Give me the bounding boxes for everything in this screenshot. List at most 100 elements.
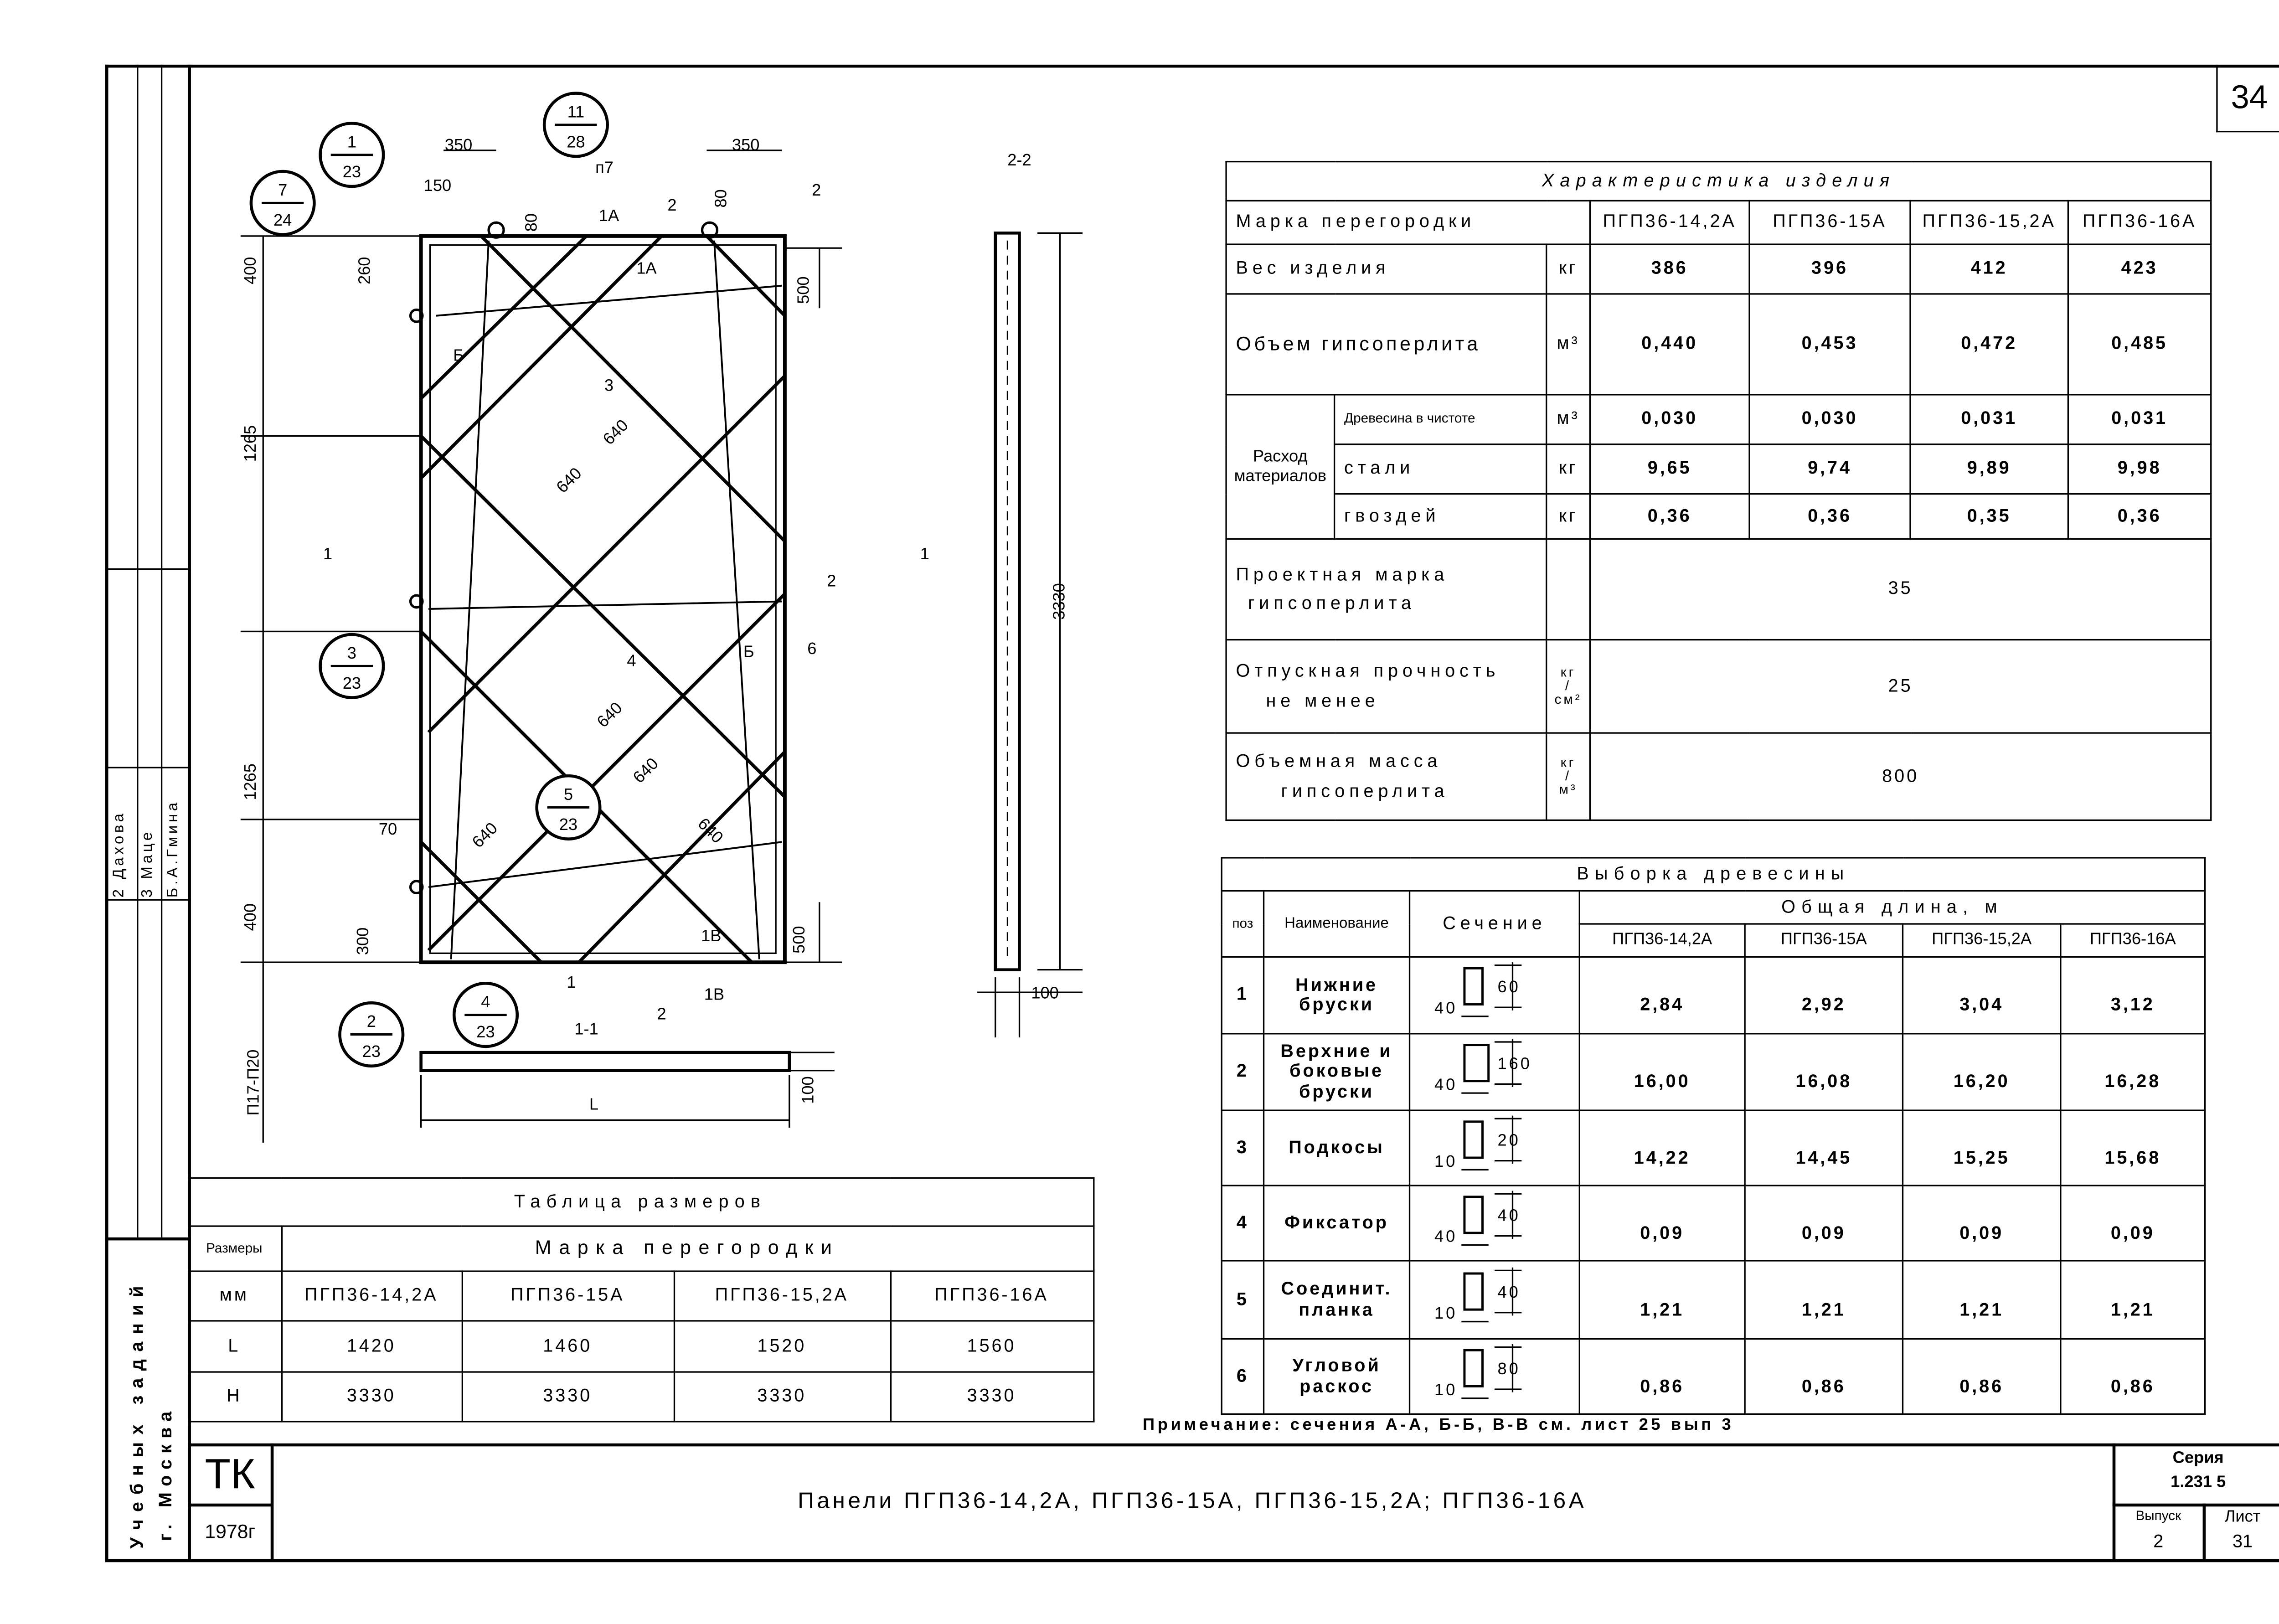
dimension-label: 3330 bbox=[1049, 583, 1068, 620]
label-line: не менее bbox=[1266, 689, 1380, 711]
value: 0,09 bbox=[1578, 1185, 1746, 1262]
value: 3,12 bbox=[2060, 956, 2206, 1035]
section-dim bbox=[1461, 1115, 1522, 1170]
mark-col: ПГП36-14,2А bbox=[280, 1270, 463, 1322]
note: Примечание: сечения А-А, Б-Б, В-В см. ли… bbox=[1143, 1416, 1734, 1434]
value: 386 bbox=[1589, 243, 1750, 295]
callout-bubble: 223 bbox=[338, 1001, 405, 1068]
callout-bubble: 423 bbox=[452, 982, 519, 1048]
strength-label: Отпускная прочность не менее bbox=[1225, 639, 1547, 734]
mark-col: ПГП36-15,2А bbox=[1902, 923, 2062, 958]
drawing-title: Панели ПГП36-14,2А, ПГП36-15А, ПГП36-15,… bbox=[798, 1488, 1587, 1514]
title-divider bbox=[188, 1503, 273, 1506]
dimension-label: 1В bbox=[704, 985, 724, 1004]
value: 14,22 bbox=[1578, 1109, 1746, 1186]
section-rect bbox=[1463, 1195, 1484, 1234]
title-divider bbox=[270, 1443, 273, 1561]
mark-col: ПГП36-15,2А bbox=[673, 1270, 891, 1322]
dimension-label: 2-2 bbox=[1007, 150, 1031, 169]
steel-label: стали bbox=[1333, 443, 1547, 495]
value: 15,68 bbox=[2060, 1109, 2206, 1186]
section-dim bbox=[1461, 1191, 1522, 1246]
dimension-label: 640 bbox=[694, 814, 727, 847]
section-height: 40 bbox=[1498, 1206, 1521, 1224]
dimension-label: 1265 bbox=[241, 763, 259, 800]
section-height: 20 bbox=[1498, 1130, 1521, 1149]
callout-detail: 1 bbox=[347, 132, 356, 151]
series-label: Серия bbox=[2172, 1449, 2224, 1468]
col-name: Наименование bbox=[1263, 890, 1411, 958]
value: 9,65 bbox=[1589, 443, 1750, 495]
frame-left-inner bbox=[188, 64, 191, 1561]
dimension-label: 100 bbox=[799, 1076, 817, 1104]
value: 0,86 bbox=[1902, 1338, 2062, 1415]
series-value: 1.231 5 bbox=[2171, 1473, 2226, 1492]
strip-line bbox=[160, 64, 163, 1237]
callout-bubble: 724 bbox=[249, 170, 316, 236]
dimension-label: 1В bbox=[701, 926, 721, 945]
dimension-label: 80 bbox=[522, 213, 541, 232]
characteristics-title: Характеристика изделия bbox=[1225, 160, 2212, 202]
section-height: 80 bbox=[1498, 1359, 1521, 1378]
col-length: Общая длина, м bbox=[1578, 890, 2206, 925]
dimension-label: 640 bbox=[468, 819, 501, 851]
value: 0,09 bbox=[1902, 1185, 2062, 1262]
unit-top: кг bbox=[1560, 665, 1576, 680]
dimension-lines bbox=[240, 150, 1083, 1143]
callout-sheet: 23 bbox=[343, 162, 361, 181]
label-line: гипсоперлита bbox=[1281, 779, 1449, 801]
value: 3330 bbox=[280, 1371, 463, 1423]
section-height: 160 bbox=[1498, 1055, 1532, 1073]
callout-sheet: 23 bbox=[343, 674, 361, 692]
value: 0,485 bbox=[2067, 293, 2212, 396]
nails-label: гвоздей bbox=[1333, 493, 1547, 540]
dimension-label: 80 bbox=[711, 189, 730, 207]
row-name: Верхние и боковые бруски bbox=[1263, 1033, 1411, 1111]
frame-bottom bbox=[105, 1559, 2279, 1562]
panel-inner-outline bbox=[429, 244, 777, 954]
dimension-label: 400 bbox=[241, 903, 259, 931]
unit-bottom: м³ bbox=[1559, 782, 1578, 797]
row-name: Нижние бруски bbox=[1263, 956, 1411, 1035]
section-sketch: 10 20 bbox=[1434, 1115, 1522, 1170]
dimension-label: 1265 bbox=[241, 425, 259, 462]
value: 0,031 bbox=[1909, 394, 2069, 445]
label-line: Отпускная прочность bbox=[1236, 660, 1500, 682]
mark-col: ПГП36-14,2А bbox=[1589, 200, 1750, 245]
dimension-label: 1А bbox=[599, 206, 619, 225]
value: 0,36 bbox=[2067, 493, 2212, 540]
section-width: 40 bbox=[1434, 999, 1457, 1018]
row-pos: 2 bbox=[1221, 1033, 1265, 1111]
section-dim bbox=[1461, 963, 1522, 1018]
title-divider bbox=[2112, 1443, 2115, 1561]
value: 1,21 bbox=[1902, 1260, 2062, 1340]
strip-line bbox=[105, 1237, 191, 1240]
dimension-label: 2 bbox=[812, 180, 821, 199]
title-block-top bbox=[188, 1443, 2279, 1447]
row-name: H bbox=[188, 1371, 282, 1423]
unit: кг bbox=[1546, 443, 1591, 495]
value: 0,031 bbox=[2067, 394, 2212, 445]
section-width: 10 bbox=[1434, 1151, 1457, 1170]
dimension-label: 100 bbox=[1031, 983, 1059, 1002]
row-name: Соединит. планка bbox=[1263, 1260, 1411, 1340]
strip-line bbox=[137, 64, 139, 1237]
col-pos: поз bbox=[1221, 890, 1265, 958]
label-line: Проектная марка bbox=[1236, 563, 1449, 585]
section-rect bbox=[1463, 968, 1484, 1006]
callout-detail: 11 bbox=[567, 102, 585, 121]
value: 9,89 bbox=[1909, 443, 2069, 495]
issue-value: 2 bbox=[2153, 1531, 2164, 1552]
anchor bbox=[409, 308, 424, 323]
value: 16,08 bbox=[1744, 1033, 1904, 1111]
row-name: Угловой раскос bbox=[1263, 1338, 1411, 1415]
dimension-label: 70 bbox=[379, 820, 397, 838]
